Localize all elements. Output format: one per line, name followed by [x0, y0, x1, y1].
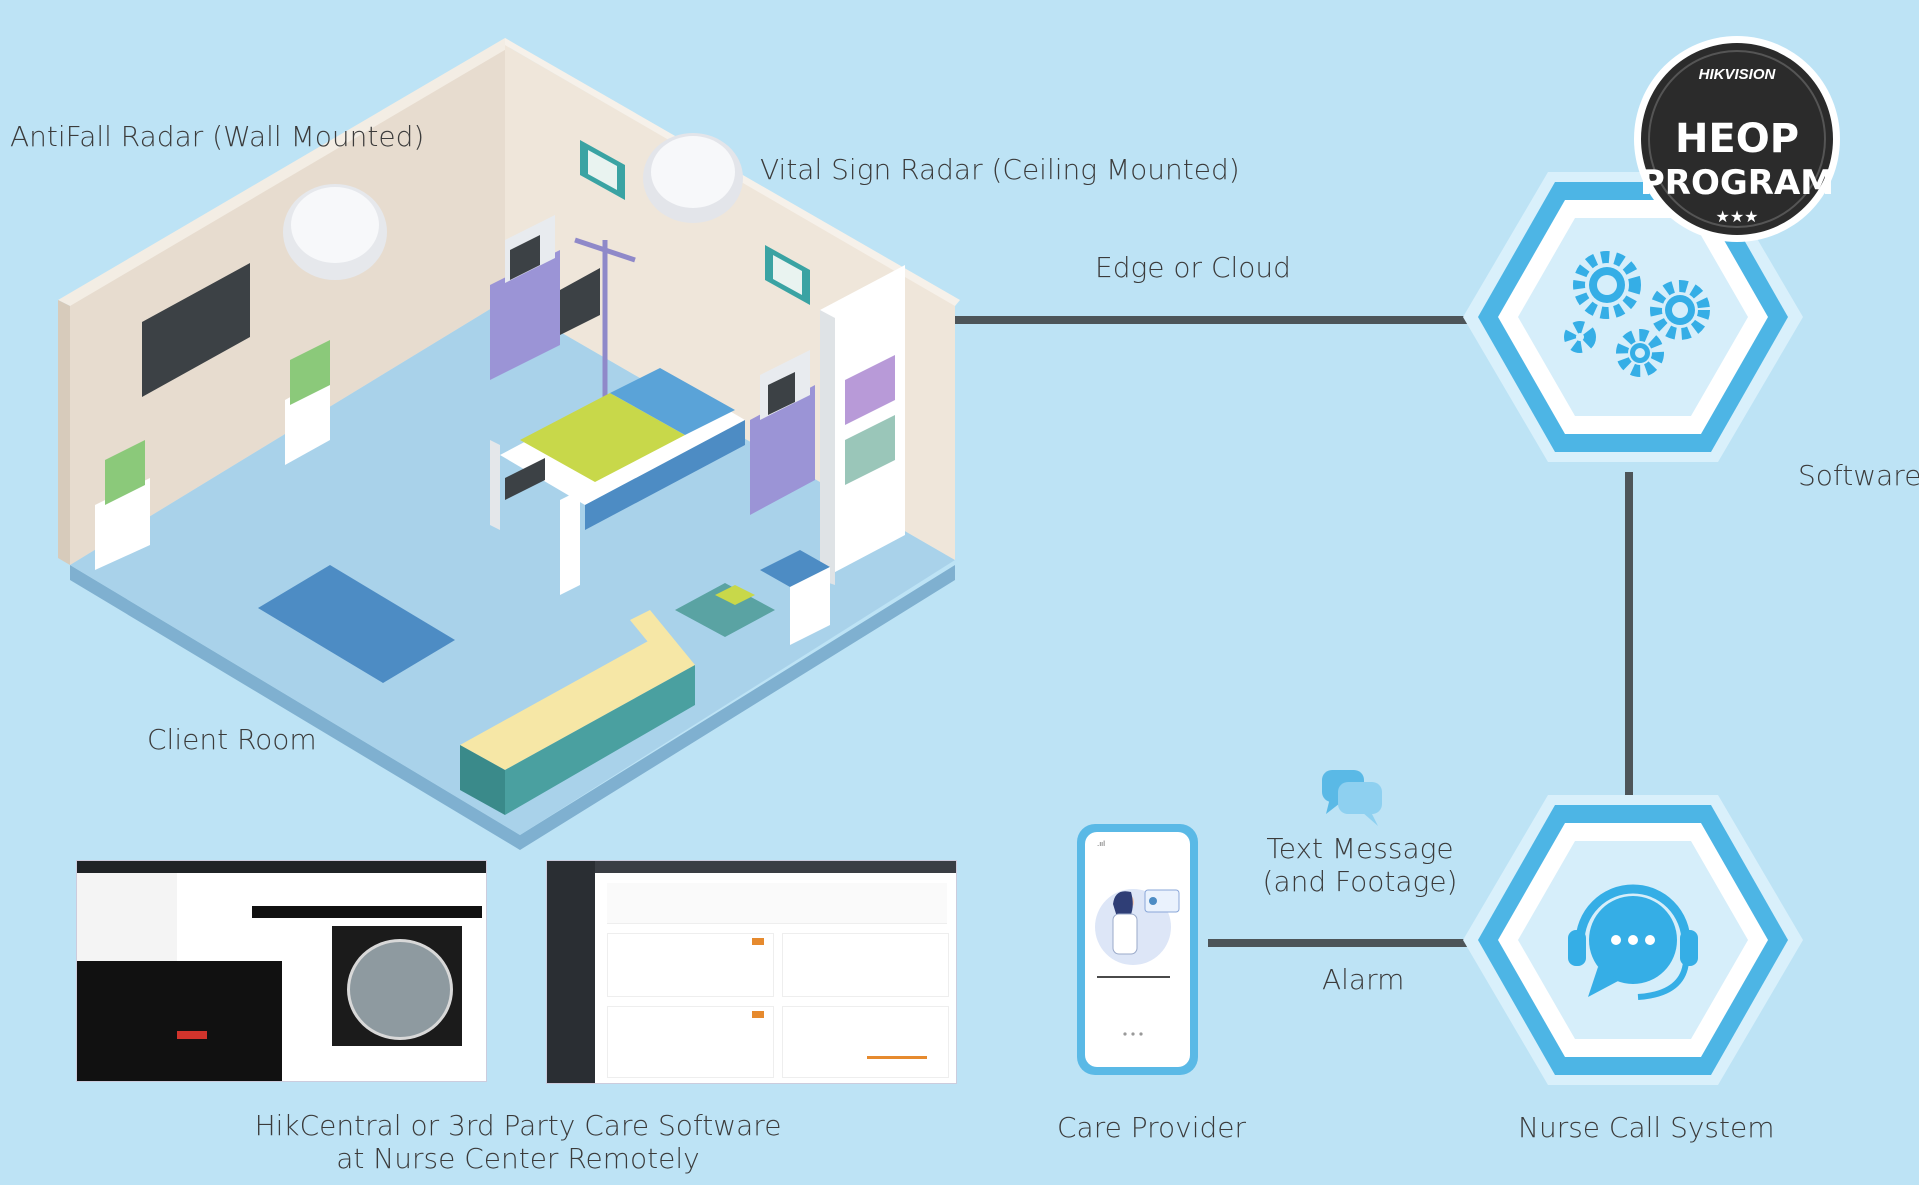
connector-edge-cloud — [955, 316, 1475, 324]
connector-software-nursecall — [1625, 472, 1633, 802]
care-software-screenshot-right — [547, 861, 956, 1083]
label-software: Software — [1798, 459, 1919, 492]
label-text-message: Text Message (and Footage) — [1255, 832, 1465, 898]
svg-text:HIKVISION: HIKVISION — [1699, 66, 1777, 83]
label-alarm: Alarm — [1322, 963, 1405, 996]
label-hikcentral-line1: HikCentral or 3rd Party Care Software — [254, 1109, 782, 1142]
chat-bubbles-icon — [1322, 770, 1382, 826]
svg-text:HEOP: HEOP — [1675, 116, 1799, 162]
label-hikcentral: HikCentral or 3rd Party Care Software at… — [200, 1109, 836, 1175]
label-client-room: Client Room — [147, 723, 317, 756]
software-hexagon — [1463, 172, 1803, 462]
label-edge-cloud: Edge or Cloud — [1095, 251, 1291, 284]
headset-chat-icon — [1568, 884, 1698, 1000]
label-text-message-line2: (and Footage) — [1262, 865, 1458, 898]
label-vital-sign-radar: Vital Sign Radar (Ceiling Mounted) — [760, 153, 1240, 186]
svg-text:.ııl: .ııl — [1097, 840, 1105, 848]
label-care-provider: Care Provider — [1057, 1111, 1247, 1144]
connector-alarm — [1208, 939, 1476, 947]
label-hikcentral-line2: at Nurse Center Remotely — [336, 1142, 700, 1175]
svg-text:PROGRAM: PROGRAM — [1640, 163, 1834, 203]
label-nurse-call-system: Nurse Call System — [1518, 1111, 1775, 1144]
label-text-message-line1: Text Message — [1266, 832, 1454, 865]
label-antifall-radar: AntiFall Radar (Wall Mounted) — [10, 120, 425, 153]
hikcentral-screenshot-left — [77, 861, 486, 1081]
heop-program-badge: HIKVISION HEOP PROGRAM ★★★ — [1634, 36, 1840, 242]
care-provider-phone: .ııl — [1077, 824, 1198, 1075]
gears-icon — [1564, 251, 1710, 377]
svg-text:★★★: ★★★ — [1715, 207, 1758, 226]
